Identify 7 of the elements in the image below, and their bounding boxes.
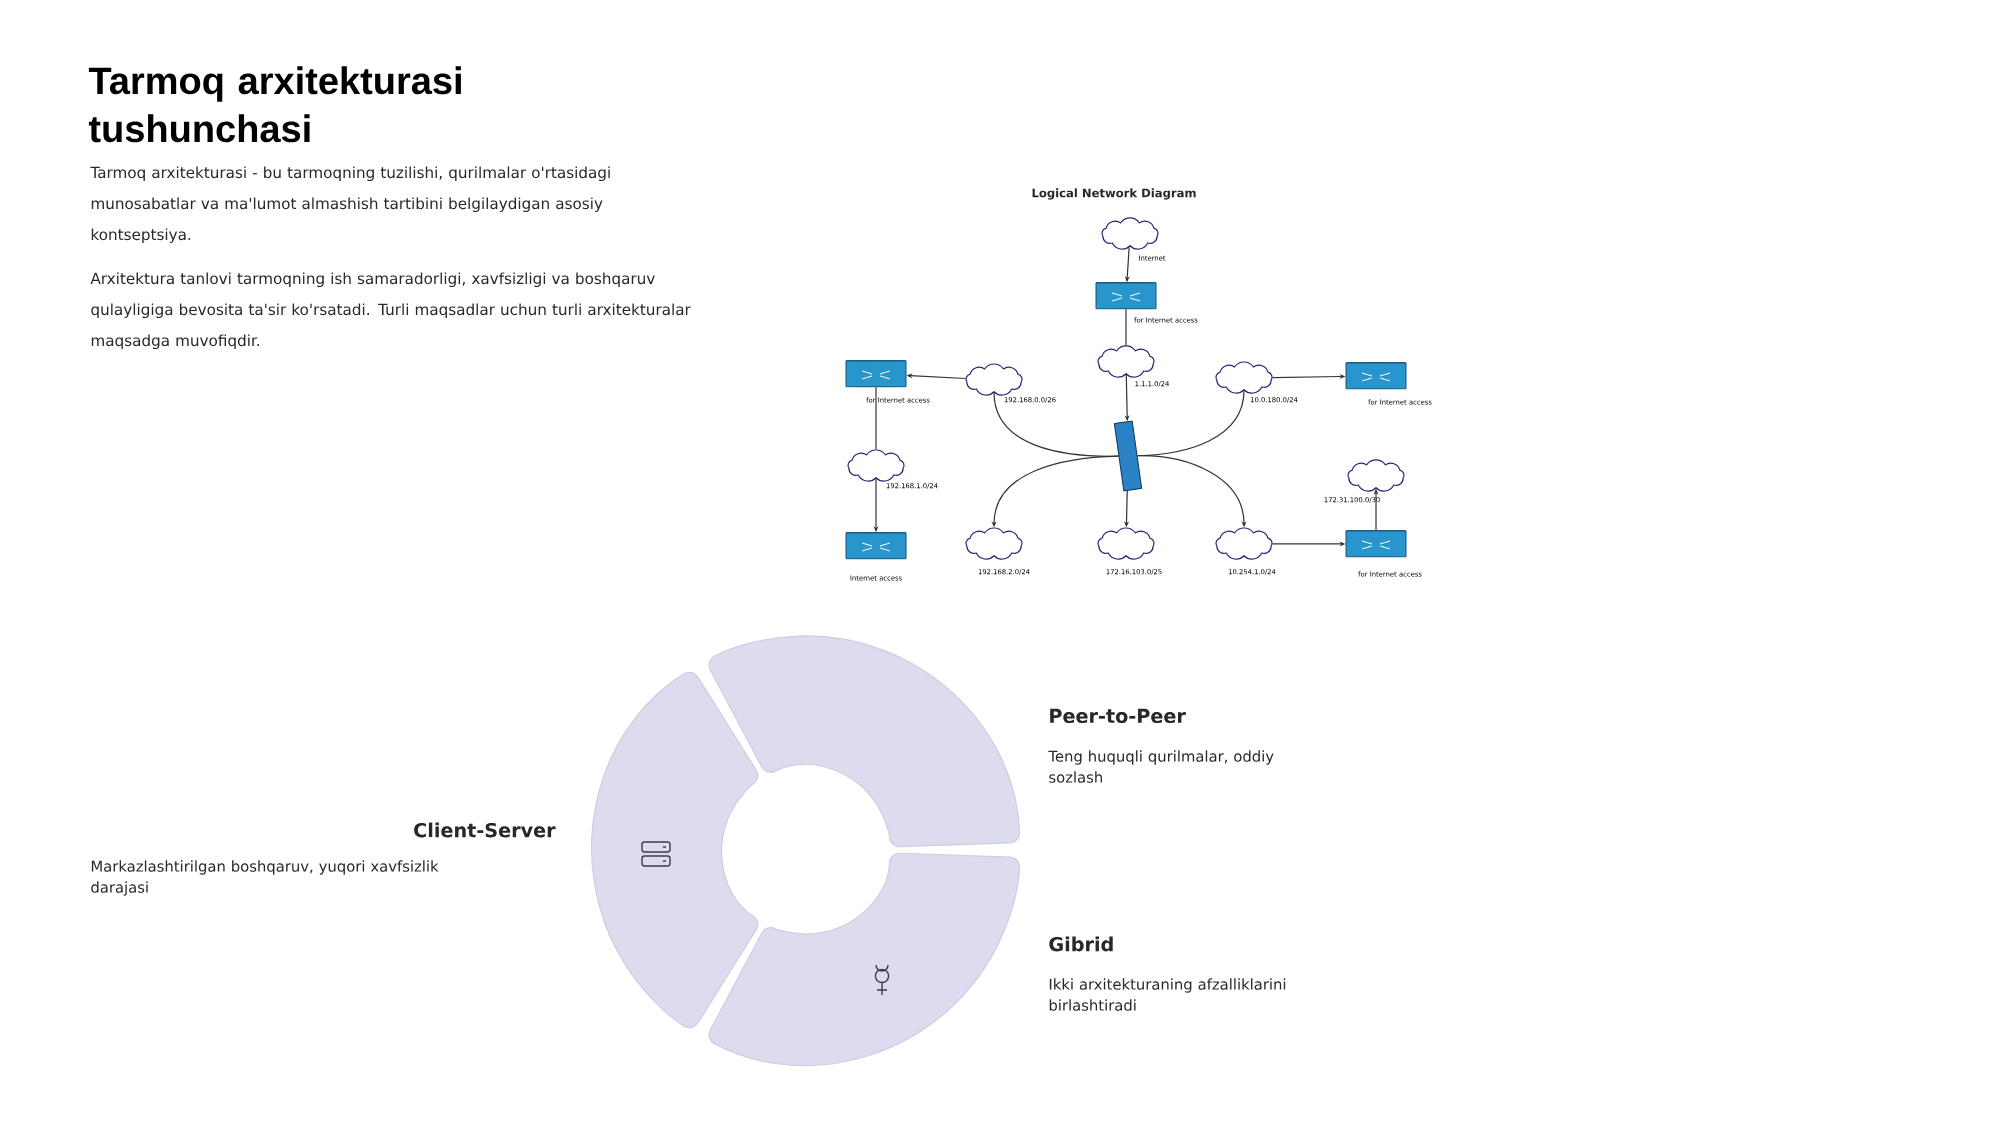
- title: Tarmoq arxitekturasi tushunchasi: [88, 66, 461, 143]
- section-heading: Client-Server: [414, 822, 556, 838]
- section-heading: Peer-to-Peer: [1050, 708, 1186, 724]
- connector: [875, 386, 877, 450]
- connector: [1125, 308, 1127, 346]
- section-heading: Gibrid: [1049, 936, 1113, 952]
- firewall: [1113, 420, 1143, 492]
